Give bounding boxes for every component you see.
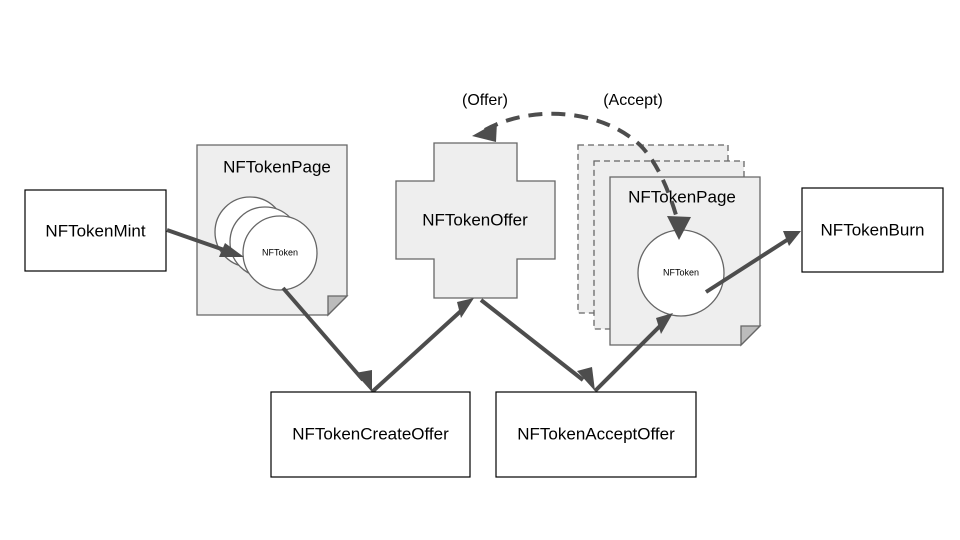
- page-left-token-label: NFToken: [262, 247, 298, 257]
- edge-offer-to-acceptoffer: [479, 298, 595, 391]
- edge-acceptoffer-to-page-line: [593, 323, 663, 393]
- edge-page-to-createoffer-line: [281, 286, 365, 382]
- edge-label-accept: (Accept): [603, 92, 663, 109]
- edge-page-to-createoffer-arrowhead: [355, 370, 372, 392]
- edge-page-to-burn-arrowhead: [783, 231, 801, 246]
- nftokenoffer-label: NFTokenOffer: [422, 210, 528, 229]
- edge-accept-arrowhead: [667, 216, 691, 240]
- nftokenburn-box: [801, 187, 944, 273]
- edge-mint-to-page: [166, 228, 244, 257]
- node-nftokenacceptoffer[interactable]: NFTokenAcceptOffer: [495, 391, 697, 478]
- page-left-title: NFTokenPage: [223, 157, 331, 176]
- node-nftokenmint[interactable]: NFTokenMint: [24, 189, 167, 272]
- node-nftokenpage-right[interactable]: NFTokenPage NFToken: [609, 176, 762, 347]
- edge-offer-to-acceptoffer-arrowhead: [577, 367, 595, 391]
- node-nftokenburn[interactable]: NFTokenBurn: [801, 187, 944, 273]
- page-right-fold-corner: [740, 325, 762, 347]
- nftokenburn-label: NFTokenBurn: [821, 220, 925, 239]
- edge-mint-to-page-arrowhead: [219, 243, 244, 257]
- edge-acceptoffer-to-page-arrowhead: [656, 313, 673, 334]
- edge-offer-accept-dashed: (Offer) (Accept): [462, 92, 691, 240]
- edge-page-to-burn: [704, 231, 801, 294]
- edge-label-offer: (Offer): [462, 92, 508, 109]
- nftokenmint-label: NFTokenMint: [45, 221, 145, 240]
- nftokencreateoffer-box: [270, 391, 471, 478]
- edge-page-to-burn-line: [704, 238, 789, 294]
- node-nftokenpage-left[interactable]: NFTokenPage NFToken: [196, 144, 349, 317]
- nftokenmint-box: [24, 189, 167, 272]
- nftokenacceptoffer-box: [495, 391, 697, 478]
- nftokenacceptoffer-label: NFTokenAcceptOffer: [517, 424, 675, 443]
- nftokenoffer-cross-shape: [395, 142, 556, 299]
- nftokencreateoffer-label: NFTokenCreateOffer: [292, 424, 449, 443]
- edge-createoffer-to-offer-arrowhead: [457, 298, 474, 318]
- edge-page-to-createoffer: [281, 286, 372, 392]
- page-left-fold-corner: [327, 295, 349, 317]
- page-right-token-label: NFToken: [663, 267, 699, 277]
- edge-acceptoffer-to-page: [593, 313, 673, 393]
- edge-mint-to-page-line: [166, 228, 231, 254]
- node-nftokenoffer[interactable]: NFTokenOffer: [395, 142, 556, 299]
- edge-createoffer-to-offer-line: [370, 308, 464, 394]
- page-left-token-circle-front: [242, 215, 318, 291]
- edge-offer-arrowhead: [472, 122, 497, 142]
- page-right-title: NFTokenPage: [628, 187, 736, 206]
- edge-offer-to-acceptoffer-line: [479, 298, 585, 382]
- edge-createoffer-to-offer: [370, 298, 474, 394]
- node-nftokencreateoffer[interactable]: NFTokenCreateOffer: [270, 391, 471, 478]
